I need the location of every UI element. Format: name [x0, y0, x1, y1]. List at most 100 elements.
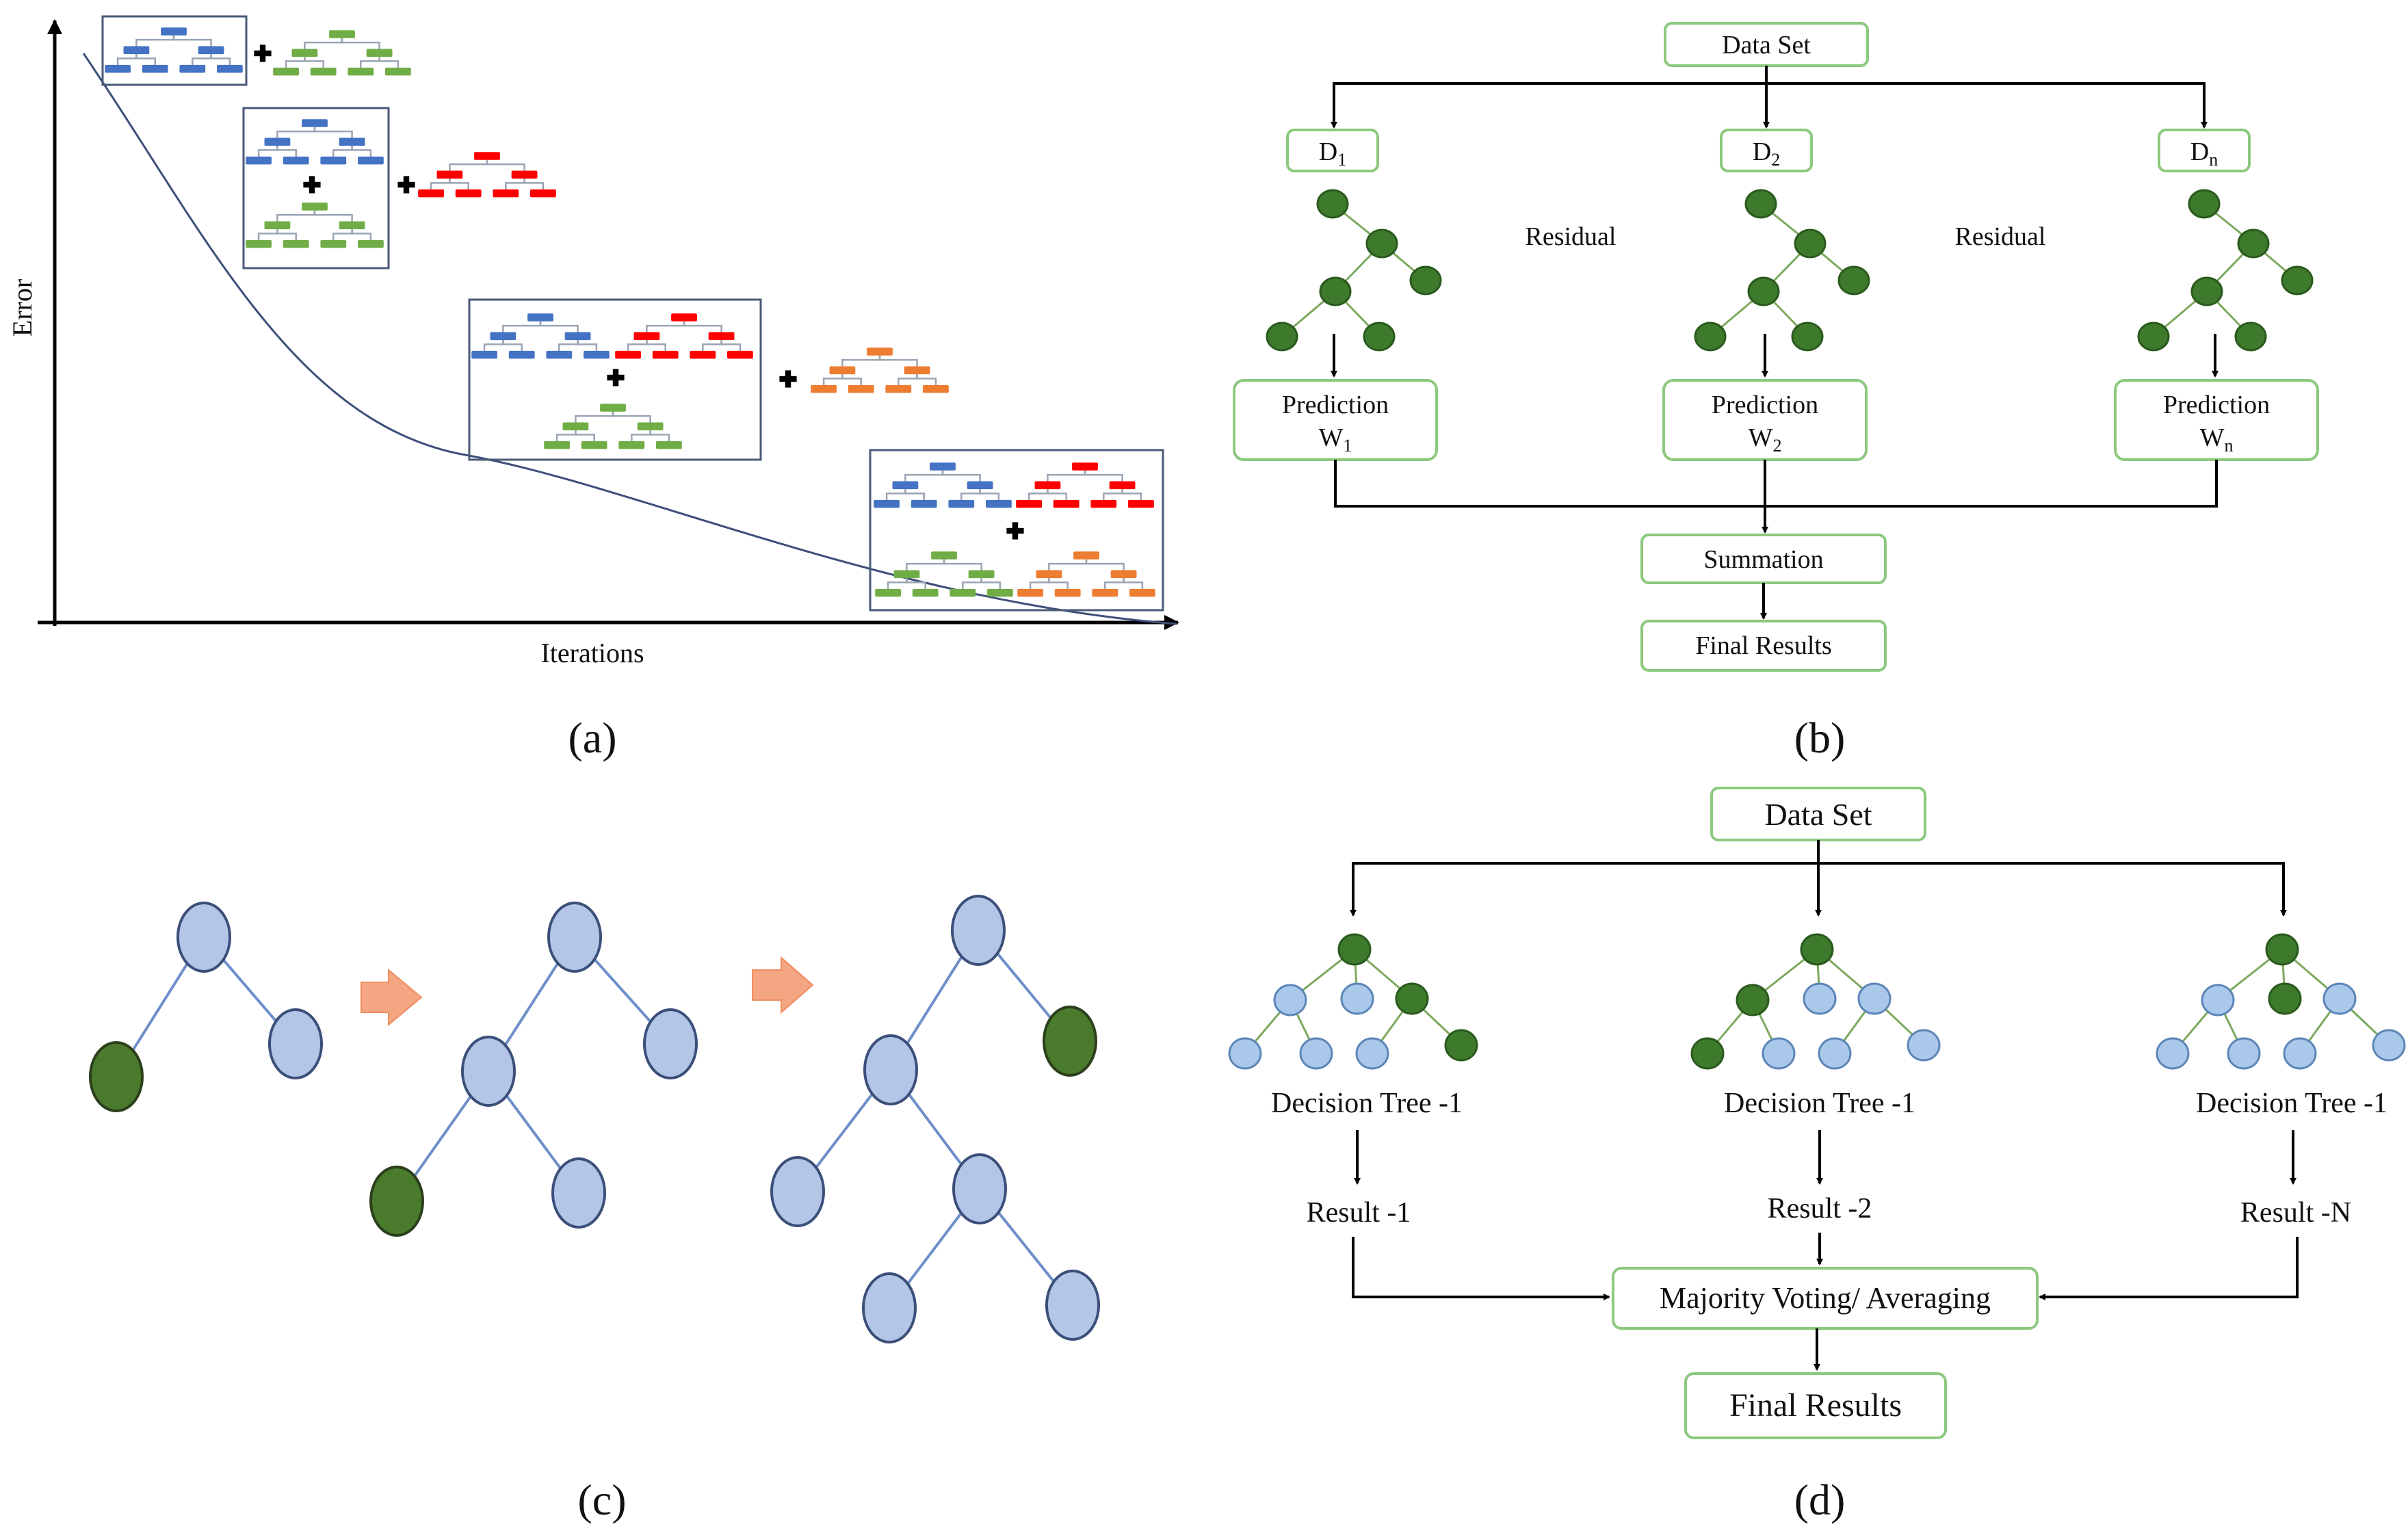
mini-tree-node — [385, 67, 411, 76]
svg-text:W2: W2 — [1749, 423, 1782, 456]
mini-tree-node — [366, 49, 393, 57]
residual-label-1: Residual — [1526, 222, 1617, 251]
mini-tree-node — [600, 404, 626, 412]
mini-tree-node — [339, 221, 365, 230]
result-label-1: Result -1 — [1307, 1197, 1411, 1229]
tree-node — [1747, 276, 1780, 306]
decision-tree — [2156, 933, 2406, 1070]
dataset-label: Data Set — [1722, 31, 1811, 60]
ensemble-frame — [101, 15, 248, 86]
mini-tree-node — [493, 189, 519, 198]
mini-tree-node — [546, 350, 573, 359]
tree-node — [643, 1008, 698, 1079]
y-axis-label: Error — [7, 279, 38, 337]
growing-tree — [770, 895, 1100, 1343]
decision-tree — [1228, 933, 1478, 1070]
final-results-label-b: Final Results — [1695, 631, 1832, 660]
selected-node — [1800, 933, 1834, 966]
svg-text:Prediction: Prediction — [1282, 391, 1389, 419]
selected-node — [2268, 982, 2302, 1015]
mini-tree-node — [1090, 499, 1117, 508]
tree-label-3: Decision Tree -1 — [2196, 1088, 2387, 1119]
mini-tree-node — [1073, 551, 1099, 560]
summation-label: Summation — [1703, 545, 1823, 574]
plus-icon — [607, 369, 625, 386]
mini-tree-node — [490, 332, 516, 341]
tree-node — [1837, 265, 1870, 296]
mini-tree-node — [302, 202, 328, 211]
tree-node — [461, 1036, 516, 1107]
tree-node — [1694, 322, 1727, 352]
mini-tree-node — [310, 67, 337, 76]
tree-node — [1744, 189, 1777, 219]
tree-node — [770, 1156, 825, 1227]
mini-tree-node — [291, 49, 318, 57]
mini-tree-node — [264, 137, 291, 146]
dataset-label-d: Data Set — [1764, 797, 1872, 832]
tree-node — [1791, 322, 1824, 352]
growth-arrow-2 — [752, 956, 814, 1014]
tree-node — [1365, 228, 1398, 259]
tree-node — [863, 1034, 918, 1105]
residual-tree — [1694, 189, 1870, 352]
tree-node — [1266, 322, 1298, 352]
subset-dn: Dn — [2158, 129, 2251, 172]
plus-icon — [397, 176, 415, 194]
mini-tree-node — [967, 481, 993, 490]
subset-d2: D2 — [1720, 129, 1813, 172]
mini-tree-node — [848, 384, 874, 393]
mini-tree-node — [1128, 499, 1154, 508]
mini-tree-node — [508, 350, 535, 359]
svg-text:Prediction: Prediction — [2163, 391, 2270, 419]
growing-tree — [89, 902, 323, 1112]
x-axis-label: Iterations — [540, 638, 644, 668]
svg-text:Wn: Wn — [2200, 423, 2234, 456]
mini-tree-node — [564, 332, 591, 341]
selected-node — [2265, 933, 2299, 966]
mini-tree-node — [436, 170, 463, 179]
ensemble-frame — [468, 298, 762, 461]
mini-tree-node — [811, 384, 837, 393]
mini-tree — [811, 347, 949, 393]
leaf-node — [369, 1166, 424, 1237]
tree-node — [1045, 1270, 1100, 1341]
mini-tree-node — [987, 588, 1013, 597]
mini-tree-node — [1053, 499, 1079, 508]
tree-node — [1228, 1037, 1262, 1070]
svg-text:D2: D2 — [1753, 137, 1780, 170]
mini-tree-node — [885, 384, 912, 393]
selected-node — [1690, 1037, 1725, 1070]
panel-d-label: (d) — [1794, 1475, 1846, 1524]
mini-tree-node — [829, 366, 856, 375]
mini-tree-node — [1092, 588, 1118, 597]
selected-node — [1337, 933, 1372, 966]
growing-tree — [369, 902, 698, 1237]
mini-tree-node — [874, 499, 900, 508]
mini-tree — [105, 27, 243, 73]
tree-node — [1762, 1037, 1796, 1070]
mini-tree-node — [273, 67, 299, 76]
mini-tree-node — [339, 137, 365, 146]
mini-tree-node — [652, 350, 679, 359]
mini-tree-node — [358, 239, 384, 248]
mini-tree-node — [968, 570, 995, 579]
mini-tree-node — [637, 422, 664, 431]
mini-tree-node — [986, 499, 1012, 508]
final-results-box-d — [1684, 1372, 1947, 1439]
tree-node — [547, 902, 602, 973]
mini-tree-node — [948, 499, 975, 508]
tree-node — [952, 1153, 1007, 1224]
mini-tree-node — [1129, 588, 1155, 597]
tree-node — [2188, 189, 2221, 219]
mini-tree — [875, 551, 1013, 597]
mini-tree-node — [283, 156, 309, 165]
mini-tree — [418, 152, 556, 198]
decision-tree — [1690, 933, 1941, 1070]
mini-tree-node — [161, 27, 187, 36]
mini-tree-node — [1054, 588, 1081, 597]
result-label-2: Result -2 — [1768, 1193, 1872, 1224]
svg-text:W1: W1 — [1319, 423, 1352, 456]
mini-tree-node — [584, 350, 610, 359]
mini-tree-node — [950, 588, 976, 597]
